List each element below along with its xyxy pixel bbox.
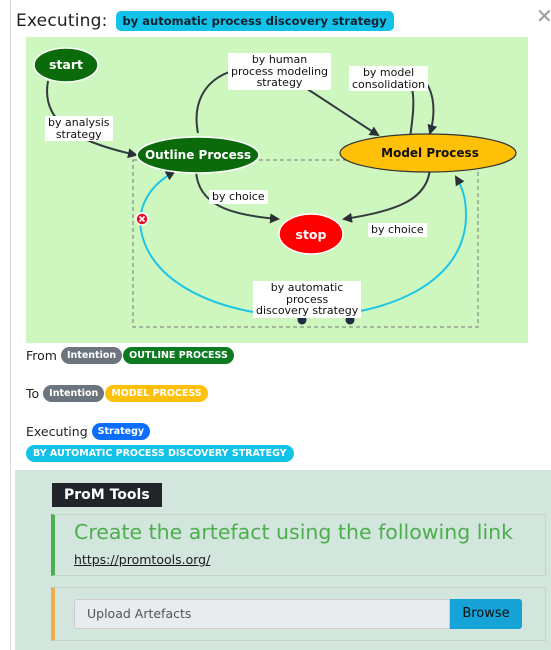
edge-label-choice-left: by choice xyxy=(209,190,268,204)
node-start xyxy=(33,47,99,83)
edge-outline-stop xyxy=(195,170,280,224)
node-outline-process xyxy=(136,136,260,174)
close-icon[interactable]: ✕ xyxy=(536,4,551,28)
executing-type-badge: Strategy xyxy=(91,423,151,440)
edge-label-human: by human process modeling strategy xyxy=(228,53,332,90)
create-artefact-card: Create the artefact using the following … xyxy=(51,514,546,576)
from-value-badge: OUTLINE PROCESS xyxy=(123,347,234,364)
handle-dot-1 xyxy=(297,315,307,325)
executing-row: Executing Strategy xyxy=(26,423,151,440)
edge-label-analysis: by analysis strategy xyxy=(45,116,113,141)
to-value-badge: MODEL PROCESS xyxy=(105,385,208,402)
edge-automatic-discovery xyxy=(139,175,468,318)
upload-card: Upload Artefacts Browse xyxy=(51,587,546,641)
prom-tools-panel: ProM Tools Create the artefact using the… xyxy=(15,470,551,650)
node-model-process xyxy=(339,133,517,173)
handle-dot-2 xyxy=(345,315,355,325)
from-row: From Intention OUTLINE PROCESS xyxy=(26,347,235,364)
node-stop-label[interactable]: stop xyxy=(295,227,327,242)
from-label: From xyxy=(26,348,57,363)
selection-box xyxy=(132,159,479,328)
edge-label-automatic: by automatic process discovery strategy xyxy=(253,281,362,318)
create-artefact-text: Create the artefact using the following … xyxy=(74,520,514,544)
process-map-svg xyxy=(33,47,517,328)
edge-outline-loopback xyxy=(139,171,176,221)
executing-label: Executing xyxy=(26,424,88,439)
edge-label-choice-right: by choice xyxy=(368,223,427,237)
upload-artefacts-input[interactable]: Upload Artefacts xyxy=(74,599,450,629)
to-label: To xyxy=(26,386,40,401)
executing-value-badge: BY AUTOMATIC PROCESS DISCOVERY STRATEGY xyxy=(26,445,294,462)
executing-value-row: BY AUTOMATIC PROCESS DISCOVERY STRATEGY xyxy=(26,445,295,462)
strategy-badge: by automatic process discovery strategy xyxy=(115,11,394,31)
process-map-diagram: start Outline Process Model Process stop… xyxy=(26,37,528,343)
edge-label-consolidation: by model consolidation xyxy=(349,66,429,91)
node-outline-label[interactable]: Outline Process xyxy=(144,148,252,162)
edge-model-stop xyxy=(342,167,431,223)
to-row: To Intention MODEL PROCESS xyxy=(26,385,209,402)
from-type-badge: Intention xyxy=(60,347,123,364)
executing-title: Executing: xyxy=(16,11,108,31)
node-start-label[interactable]: start xyxy=(49,57,83,72)
promtools-link[interactable]: https://promtools.org/ xyxy=(74,552,211,567)
prom-tools-title: ProM Tools xyxy=(52,483,162,507)
node-model-label[interactable]: Model Process xyxy=(381,146,479,160)
executing-header: Executing: by automatic process discover… xyxy=(16,9,394,33)
browse-button[interactable]: Browse xyxy=(450,599,522,629)
panel-left-border xyxy=(10,0,11,650)
node-stop xyxy=(278,213,344,255)
to-type-badge: Intention xyxy=(43,385,105,402)
